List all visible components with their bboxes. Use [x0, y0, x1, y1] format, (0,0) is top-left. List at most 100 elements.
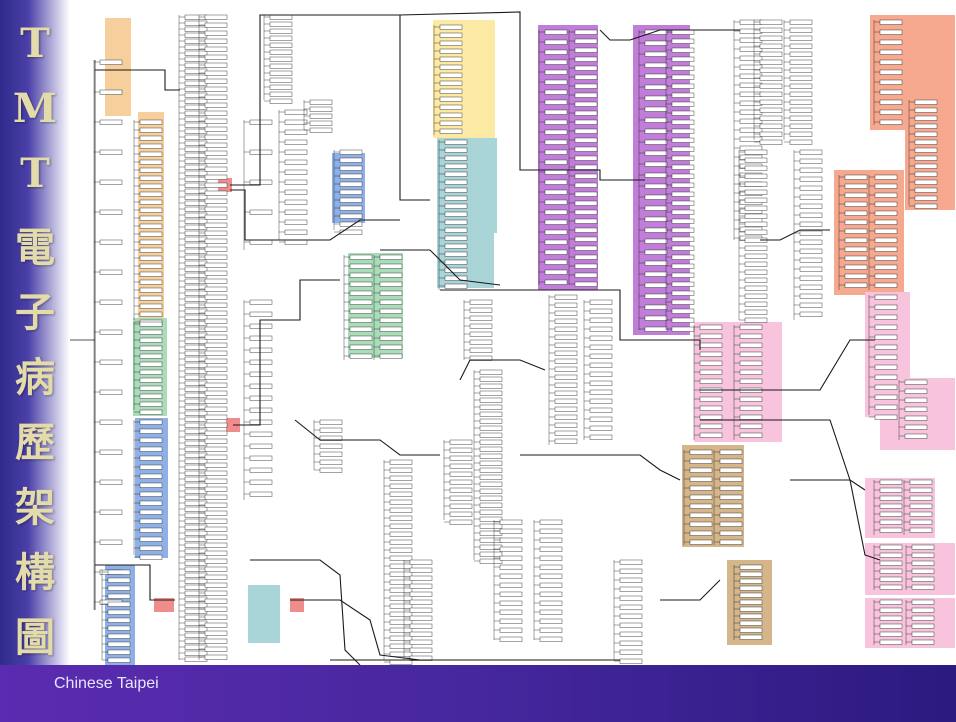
- diagram-node: [499, 555, 523, 561]
- diagram-node: [204, 54, 228, 60]
- diagram-node: [644, 117, 668, 123]
- diagram-node: [309, 99, 333, 105]
- diagram-node: [249, 443, 273, 449]
- diagram-node: [184, 530, 208, 536]
- diagram-node: [184, 512, 208, 518]
- diagram-node: [544, 29, 568, 35]
- diagram-node: [799, 149, 823, 155]
- diagram-node: [874, 255, 898, 261]
- diagram-node: [107, 569, 131, 575]
- diagram-node: [184, 638, 208, 644]
- diagram-node: [799, 194, 823, 200]
- diagram-node: [554, 390, 578, 396]
- diagram-node: [574, 263, 598, 269]
- diagram-node: [184, 608, 208, 614]
- branch-connector: [290, 599, 421, 661]
- diagram-node: [389, 635, 413, 641]
- diagram-node: [249, 239, 273, 245]
- diagram-node: [107, 657, 131, 663]
- diagram-node: [249, 335, 273, 341]
- diagram-node: [184, 422, 208, 428]
- diagram-node: [874, 324, 898, 330]
- diagram-node: [574, 74, 598, 80]
- diagram-node: [799, 230, 823, 236]
- diagram-node: [319, 459, 343, 465]
- diagram-node: [799, 176, 823, 182]
- diagram-node: [644, 304, 668, 310]
- diagram-node: [409, 591, 433, 597]
- diagram-node: [204, 438, 228, 444]
- diagram-node: [874, 384, 898, 390]
- diagram-node: [449, 439, 473, 445]
- diagram-node: [879, 615, 903, 621]
- diagram-node: [204, 566, 228, 572]
- diagram-node: [874, 364, 898, 370]
- diagram-node: [879, 519, 903, 525]
- diagram-node: [107, 617, 131, 623]
- diagram-node: [439, 32, 463, 38]
- diagram-node: [589, 434, 613, 440]
- diagram-node: [739, 118, 763, 124]
- diagram-node: [204, 350, 228, 356]
- diagram-node: [879, 49, 903, 55]
- diagram-node: [389, 539, 413, 545]
- diagram-node: [744, 253, 768, 259]
- diagram-node: [184, 590, 208, 596]
- diagram-node: [874, 219, 898, 225]
- diagram-node: [204, 542, 228, 548]
- diagram-node: [339, 229, 363, 235]
- group-panel-teal: [248, 585, 280, 643]
- diagram-node: [544, 49, 568, 55]
- diagram-node: [444, 179, 468, 185]
- diagram-node: [339, 165, 363, 171]
- branch-connector: [230, 14, 430, 201]
- diagram-node: [479, 376, 503, 382]
- diagram-node: [644, 139, 668, 145]
- diagram-node: [879, 99, 903, 105]
- diagram-node: [269, 56, 293, 62]
- diagram-node: [874, 404, 898, 410]
- diagram-node: [269, 98, 293, 104]
- diagram-node: [879, 479, 903, 485]
- diagram-node: [479, 439, 503, 445]
- diagram-node: [339, 197, 363, 203]
- diagram-node: [844, 273, 868, 279]
- diagram-node: [107, 601, 131, 607]
- diagram-node: [554, 334, 578, 340]
- diagram-node: [789, 91, 813, 97]
- diagram-node: [699, 378, 723, 384]
- diagram-node: [499, 564, 523, 570]
- diagram-node: [739, 571, 763, 577]
- diagram-node: [284, 229, 308, 235]
- diagram-node: [99, 389, 123, 395]
- diagram-node: [439, 112, 463, 118]
- diagram-node: [739, 599, 763, 605]
- diagram-node: [744, 301, 768, 307]
- diagram-node: [744, 293, 768, 299]
- diagram-node: [439, 80, 463, 86]
- diagram-node: [671, 83, 695, 89]
- diagram-node: [844, 228, 868, 234]
- diagram-node: [479, 425, 503, 431]
- diagram-node: [389, 547, 413, 553]
- diagram-node: [204, 22, 228, 28]
- diagram-node: [99, 359, 123, 365]
- diagram-node: [789, 59, 813, 65]
- diagram-node: [349, 290, 373, 296]
- diagram-node: [284, 239, 308, 245]
- diagram-node: [689, 467, 713, 473]
- diagram-node: [671, 128, 695, 134]
- diagram-node: [539, 591, 563, 597]
- diagram-node: [204, 198, 228, 204]
- diagram-node: [139, 428, 163, 434]
- diagram-node: [799, 158, 823, 164]
- diagram-node: [204, 654, 228, 660]
- diagram-node: [269, 21, 293, 27]
- diagram-node: [269, 35, 293, 41]
- diagram-node: [204, 214, 228, 220]
- diagram-node: [444, 259, 468, 265]
- diagram-node: [204, 478, 228, 484]
- diagram-node: [879, 544, 903, 550]
- branch-connector: [700, 339, 875, 391]
